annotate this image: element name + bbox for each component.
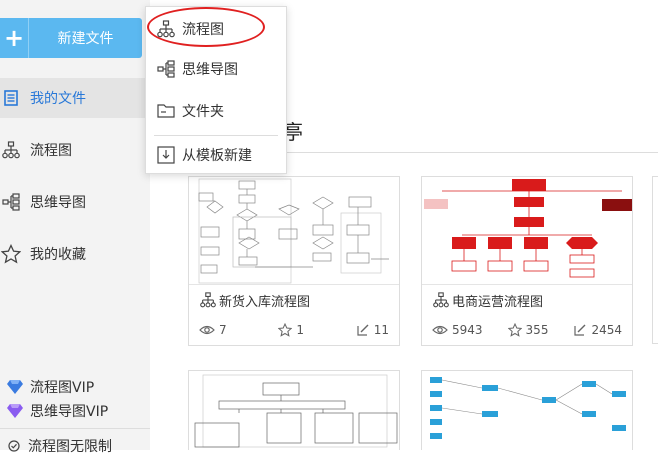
divider xyxy=(188,152,658,153)
check-circle-icon xyxy=(8,440,20,452)
sidebar: + 新建文件 我的文件 流程图 思维导图 我的收藏 流程图VIP 思维导图VIP xyxy=(0,0,150,455)
template-download-icon xyxy=(156,145,176,165)
menu-item-label: 思维导图 xyxy=(182,62,238,78)
eye-icon xyxy=(199,325,215,335)
menu-item-new-from-template[interactable]: 从模板新建 xyxy=(146,137,286,173)
divider xyxy=(0,428,150,429)
template-thumbnail xyxy=(422,177,632,285)
sidebar-item-my-files[interactable]: 我的文件 xyxy=(0,78,150,118)
template-card[interactable]: 新货入库流程图 7 1 11 xyxy=(188,176,400,346)
highlight-annotation xyxy=(147,7,265,47)
sidebar-item-label: 我的文件 xyxy=(30,91,86,107)
card-title[interactable]: 电商运营流程图 xyxy=(422,285,632,315)
folder-icon xyxy=(156,101,176,121)
divider xyxy=(28,18,29,58)
card-title-text: 电商运营流程图 xyxy=(452,294,544,310)
template-thumbnail xyxy=(189,177,399,285)
unlimited-flowchart-info: 流程图无限制 xyxy=(8,436,112,456)
menu-item-label: 文件夹 xyxy=(182,104,224,120)
card-stats: 5943 355 2454 xyxy=(422,315,632,345)
diamond-icon xyxy=(7,380,23,394)
template-thumbnail xyxy=(194,374,398,448)
flowchart-icon xyxy=(433,292,449,308)
footer-label: 流程图无限制 xyxy=(28,439,112,455)
template-card[interactable] xyxy=(421,370,633,450)
views-count: 7 xyxy=(219,323,227,337)
edits-stat: 11 xyxy=(356,323,389,337)
mindmap-icon xyxy=(0,191,22,213)
vip-label: 思维导图VIP xyxy=(30,404,109,420)
edits-count: 2454 xyxy=(591,323,622,337)
eye-icon xyxy=(432,325,448,335)
views-count: 5943 xyxy=(452,323,483,337)
stars-count: 1 xyxy=(296,323,304,337)
mindmap-vip-link[interactable]: 思维导图VIP xyxy=(6,401,108,421)
divider xyxy=(154,135,278,136)
vip-label: 流程图VIP xyxy=(30,380,95,396)
edits-count: 11 xyxy=(373,323,389,337)
menu-item-mindmap[interactable]: 思维导图 xyxy=(146,51,286,87)
menu-item-folder[interactable]: 文件夹 xyxy=(146,93,286,129)
stars-stat: 1 xyxy=(278,323,304,337)
menu-item-label: 从模板新建 xyxy=(182,148,252,164)
template-card-partial[interactable] xyxy=(652,176,658,344)
stars-count: 355 xyxy=(525,323,549,337)
template-thumbnail xyxy=(430,377,626,439)
edit-icon xyxy=(574,324,586,336)
new-file-label: 新建文件 xyxy=(57,31,114,47)
sidebar-item-label: 思维导图 xyxy=(30,195,86,211)
flowchart-icon xyxy=(0,139,22,161)
section-title: 亭 xyxy=(283,120,303,144)
flowchart-icon xyxy=(200,292,216,308)
new-file-button[interactable]: + 新建文件 xyxy=(0,18,142,58)
sidebar-item-label: 流程图 xyxy=(30,143,72,159)
stars-stat: 355 xyxy=(507,323,549,337)
plus-icon: + xyxy=(3,24,25,52)
sidebar-item-flowchart[interactable]: 流程图 xyxy=(0,130,150,170)
sidebar-item-label: 我的收藏 xyxy=(30,247,86,263)
star-icon xyxy=(507,323,522,337)
card-title-text: 新货入库流程图 xyxy=(219,294,311,310)
views-stat: 5943 xyxy=(432,323,483,337)
template-card[interactable] xyxy=(188,370,400,450)
edit-icon xyxy=(357,324,369,336)
sidebar-item-favorites[interactable]: 我的收藏 xyxy=(0,234,150,274)
star-icon xyxy=(278,323,293,337)
file-list-icon xyxy=(0,87,22,109)
card-title[interactable]: 新货入库流程图 xyxy=(189,285,399,315)
star-icon xyxy=(0,243,22,265)
diamond-icon xyxy=(7,404,23,418)
mindmap-icon xyxy=(156,59,176,79)
edits-stat: 2454 xyxy=(573,323,622,337)
card-stats: 7 1 11 xyxy=(189,315,399,345)
flowchart-vip-link[interactable]: 流程图VIP xyxy=(6,377,94,397)
views-stat: 7 xyxy=(199,323,227,337)
sidebar-item-mindmap[interactable]: 思维导图 xyxy=(0,182,150,222)
template-card[interactable]: 电商运营流程图 5943 355 2454 xyxy=(421,176,633,346)
